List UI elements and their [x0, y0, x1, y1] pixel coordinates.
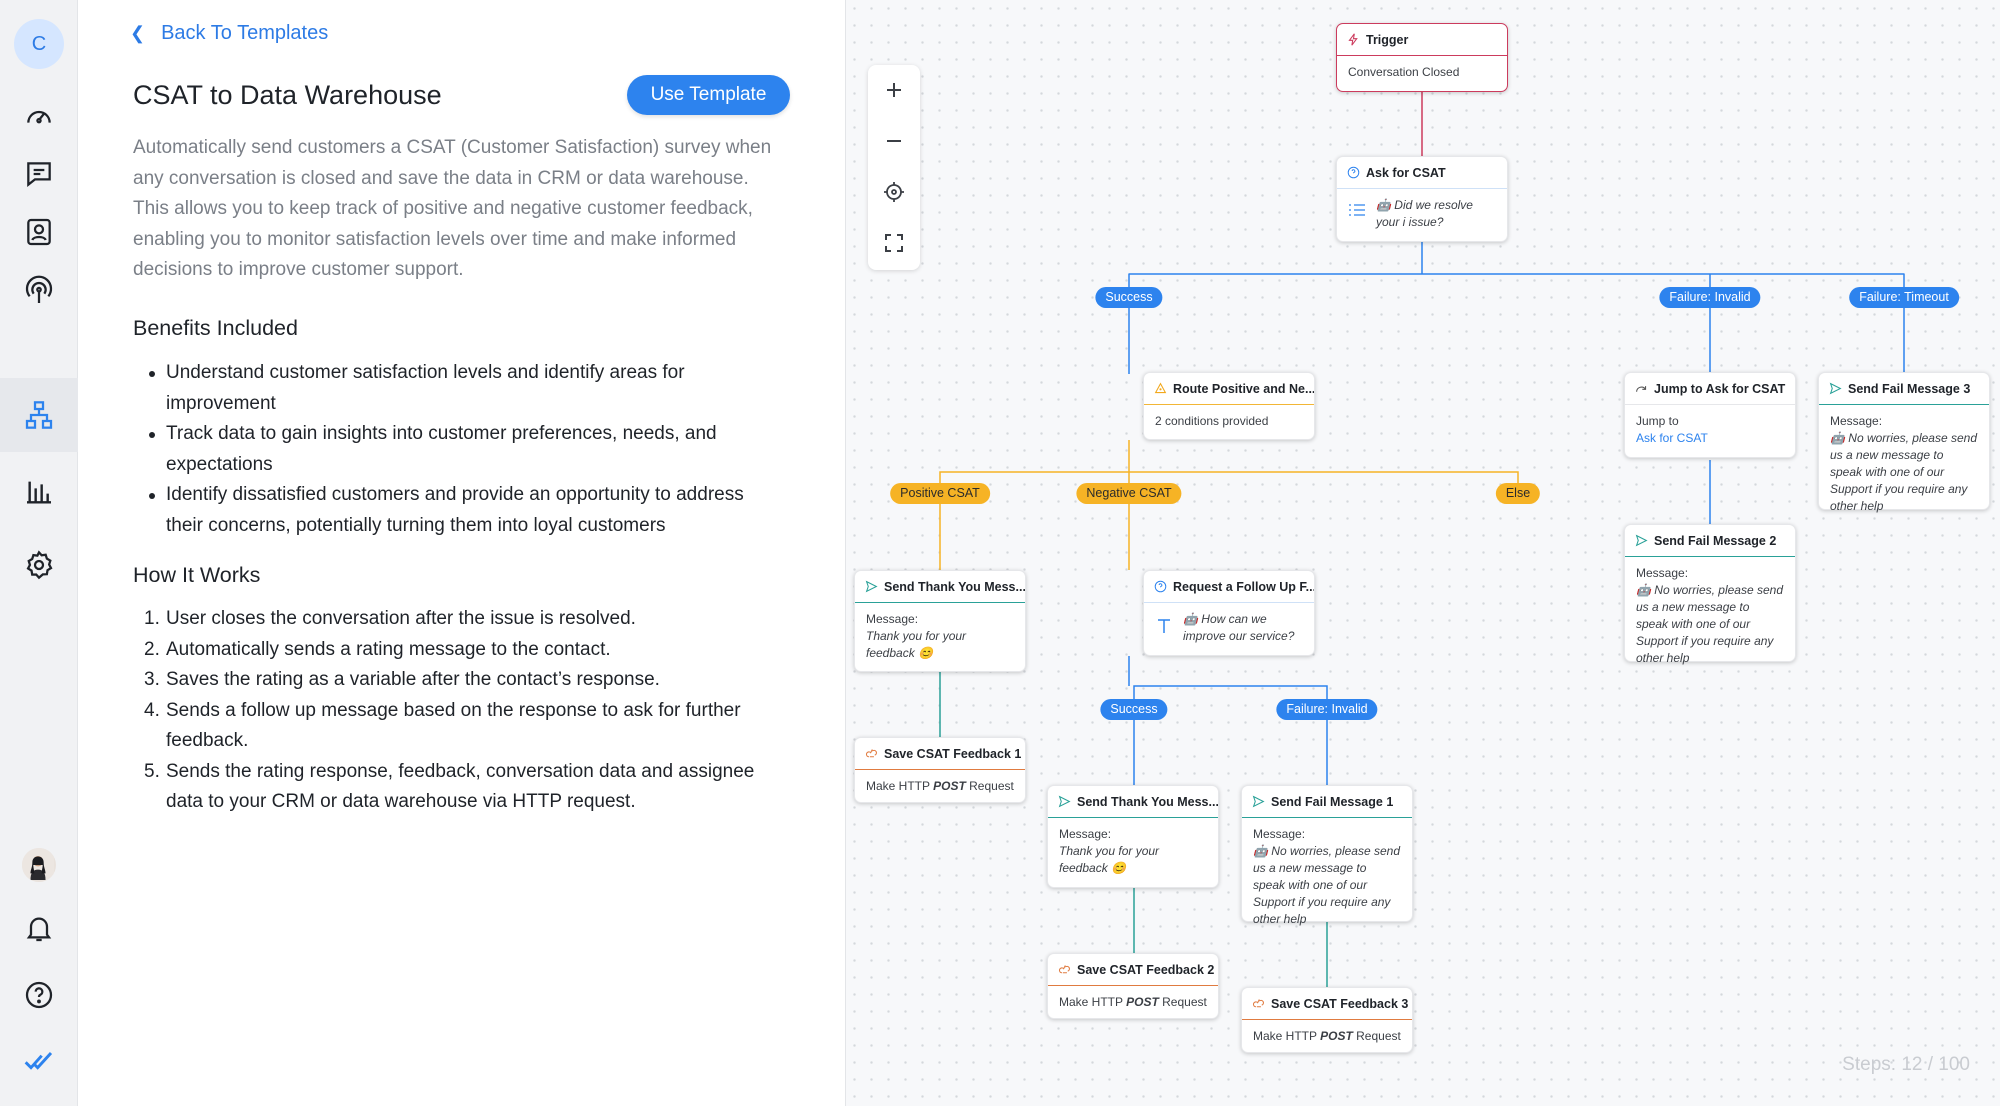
use-template-button[interactable]: Use Template — [627, 75, 790, 115]
jump-target-link[interactable]: Ask for CSAT — [1636, 431, 1708, 445]
save-csat-feedback-1-node[interactable]: Save CSAT Feedback 1 Make HTTP POST Requ… — [854, 737, 1026, 803]
lightning-icon — [1348, 33, 1358, 46]
workflow-canvas[interactable]: Success Failure: Invalid Failure: Timeou… — [846, 0, 2000, 1106]
zoom-in-button[interactable] — [868, 65, 920, 115]
back-to-templates-link[interactable]: ❮ Back To Templates — [130, 22, 328, 45]
list-item: 1.User closes the conversation after the… — [144, 608, 636, 629]
contacts-icon[interactable] — [14, 207, 64, 257]
connector-lines — [939, 92, 1905, 987]
list-item: Understand customer satisfaction levels … — [149, 358, 776, 419]
branch-negative-csat: Negative CSAT — [1076, 483, 1182, 504]
reports-icon[interactable] — [14, 466, 64, 516]
webhook-icon — [1058, 965, 1070, 974]
list-item: Identify dissatisfied customers and prov… — [149, 480, 776, 541]
icon-sidebar: C — [0, 0, 78, 1106]
save-csat-feedback-3-node[interactable]: Save CSAT Feedback 3 Make HTTP POST Requ… — [1241, 987, 1413, 1053]
fullscreen-button[interactable] — [868, 218, 920, 268]
branch-else: Else — [1495, 483, 1541, 504]
settings-icon[interactable] — [14, 540, 64, 590]
branch-success-2: Success — [1100, 699, 1168, 720]
webhook-icon — [1252, 999, 1264, 1008]
question-icon — [1154, 580, 1167, 593]
branch-icon — [1154, 382, 1167, 394]
route-condition-node[interactable]: Route Positive and Ne... 2 conditions pr… — [1143, 372, 1315, 440]
list-item: 3.Saves the rating as a variable after t… — [144, 669, 660, 690]
send-icon — [1058, 795, 1071, 808]
list-item: 5.Sends the rating response, feedback, c… — [144, 760, 755, 813]
branch-failure-invalid-2: Failure: Invalid — [1276, 699, 1378, 720]
send-fail-message-3-node[interactable]: Send Fail Message 3 Message:🤖 No worries… — [1818, 372, 1990, 513]
list-item: 2.Automatically sends a rating message t… — [144, 638, 611, 660]
trigger-node[interactable]: Trigger Conversation Closed — [1336, 23, 1508, 92]
send-icon — [1829, 382, 1842, 395]
send-icon — [865, 580, 878, 593]
send-thank-you-node-2[interactable]: Send Thank You Mess... Message:Thank you… — [1047, 785, 1219, 888]
broadcast-icon[interactable] — [14, 266, 64, 316]
ask-csat-node[interactable]: Ask for CSAT 🤖 Did we resolve your i iss… — [1336, 156, 1508, 242]
branch-positive-csat: Positive CSAT — [890, 483, 990, 504]
zoom-out-button[interactable] — [868, 116, 920, 166]
template-details-panel: ❮ Back To Templates CSAT to Data Warehou… — [78, 0, 846, 1106]
benefits-list: Understand customer satisfaction levels … — [149, 358, 776, 541]
template-description: Automatically send customers a CSAT (Cus… — [133, 137, 772, 280]
branch-failure-invalid: Failure: Invalid — [1659, 287, 1761, 308]
workspace-avatar[interactable]: C — [14, 19, 64, 69]
chevron-left-icon: ❮ — [130, 23, 146, 43]
user-avatar[interactable] — [22, 848, 56, 882]
notifications-icon[interactable] — [14, 903, 64, 953]
branch-success: Success — [1095, 287, 1163, 308]
back-label: Back To Templates — [161, 22, 329, 44]
branch-failure-timeout: Failure: Timeout — [1849, 287, 1959, 308]
question-icon — [1347, 166, 1360, 179]
page-title: CSAT to Data Warehouse — [133, 80, 442, 110]
send-fail-message-1-node[interactable]: Send Fail Message 1 Message:🤖 No worries… — [1241, 785, 1413, 926]
send-fail-message-2-node[interactable]: Send Fail Message 2 Message:🤖 No worries… — [1624, 524, 1796, 665]
conversations-icon[interactable] — [14, 149, 64, 199]
webhook-icon — [865, 749, 877, 758]
benefits-heading: Benefits Included — [133, 316, 298, 340]
send-icon — [1635, 534, 1648, 547]
how-it-works-heading: How It Works — [133, 563, 261, 587]
jump-icon — [1636, 386, 1647, 392]
list-item: 4.Sends a follow up message based on the… — [144, 699, 741, 752]
brand-logo-icon — [14, 1036, 64, 1086]
text-input-icon — [1158, 619, 1170, 633]
recenter-button[interactable] — [868, 167, 920, 217]
steps-counter: Steps: 12 / 100 — [1842, 1054, 1970, 1075]
send-icon — [1252, 795, 1265, 808]
zoom-controls — [868, 65, 920, 270]
list-icon — [1349, 204, 1365, 216]
send-thank-you-node[interactable]: Send Thank You Mess... Message:Thank you… — [854, 570, 1026, 672]
request-follow-up-node[interactable]: Request a Follow Up F... 🤖 How can we im… — [1143, 570, 1315, 656]
help-icon[interactable] — [14, 970, 64, 1020]
steps-list: 1.User closes the conversation after the… — [144, 604, 776, 818]
dashboard-icon[interactable] — [14, 91, 64, 141]
save-csat-feedback-2-node[interactable]: Save CSAT Feedback 2 Make HTTP POST Requ… — [1047, 953, 1219, 1019]
list-item: Track data to gain insights into custome… — [149, 419, 776, 480]
workflows-icon[interactable] — [0, 378, 78, 452]
